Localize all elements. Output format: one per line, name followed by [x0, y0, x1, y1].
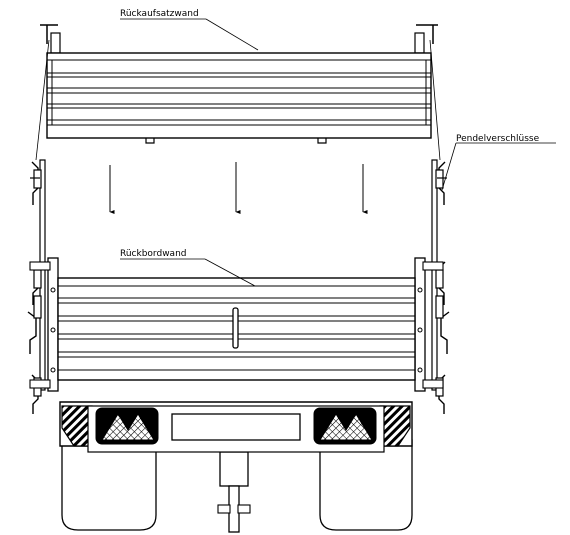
- pendelverschluesse-left: [27, 161, 42, 414]
- label-rueckaufsatzwand-text: Rückaufsatzwand: [120, 9, 199, 19]
- label-rueckbordwand-text: Rückbordwand: [120, 249, 186, 259]
- pendelverschluesse-right: [435, 161, 450, 414]
- label-rueckbordwand: Rückbordwand: [120, 249, 256, 287]
- wheels: [61, 439, 413, 531]
- tail-light-right: [313, 407, 377, 445]
- label-pendelverschluesse-text: Pendelverschlüsse: [456, 134, 540, 144]
- rueckaufsatzwand-panel: [35, 24, 441, 161]
- license-plate-area: [171, 413, 301, 441]
- label-rueckaufsatzwand: Rückaufsatzwand: [120, 9, 259, 51]
- drawbar: [217, 451, 251, 533]
- tail-light-left: [95, 407, 159, 445]
- down-arrows: [109, 162, 368, 214]
- rueckbordwand-panel: [29, 257, 444, 392]
- label-pendelverschluesse: Pendelverschlüsse: [441, 134, 556, 191]
- rear-bumper: [59, 401, 413, 453]
